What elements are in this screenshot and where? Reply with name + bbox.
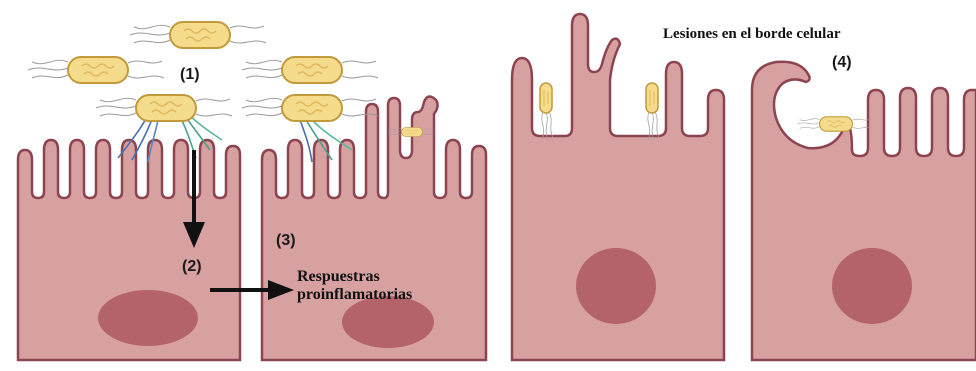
step-1-label: (1) (180, 66, 200, 83)
step-2-label: (2) (182, 258, 202, 275)
bacterium-icon (96, 95, 232, 121)
bacterium-icon (28, 57, 164, 83)
responses-label-line2: proinflamatorias (297, 286, 412, 303)
bacterium-icon (646, 83, 659, 140)
lesions-title: Lesiones en el borde celular (663, 26, 841, 42)
bacterium-icon (130, 22, 266, 48)
bacterium-icon (242, 95, 378, 121)
nucleus-4 (832, 248, 912, 324)
bacterium-icon (540, 83, 553, 140)
nucleus-3 (576, 248, 656, 324)
bacterium-icon (798, 117, 873, 131)
nucleus-1 (98, 290, 198, 346)
responses-label-line1: Respuestras (297, 268, 380, 285)
nucleus-2 (342, 296, 434, 348)
bacterium-icon (242, 57, 378, 83)
step-3-label: (3) (276, 232, 296, 249)
step-4-label: (4) (832, 54, 852, 71)
